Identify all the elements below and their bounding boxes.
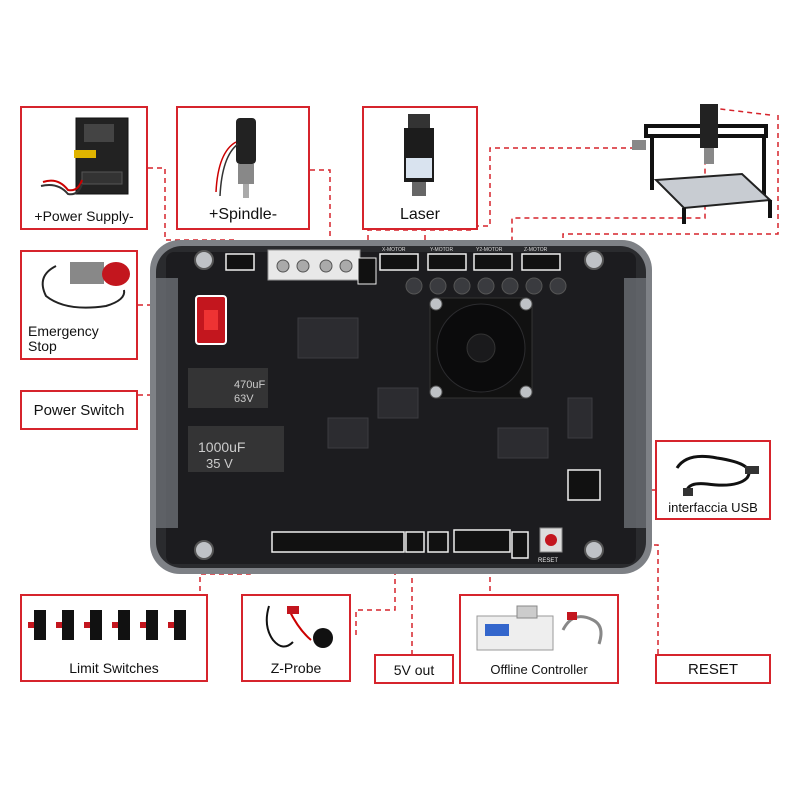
screw-icon	[584, 540, 604, 560]
emergency-label-line1: Emergency	[28, 323, 99, 339]
laser-label: Laser	[399, 206, 441, 223]
motor-y-label: Y-MOTOR	[430, 247, 453, 253]
five-v-out-label: 5V out	[393, 662, 435, 678]
offline-controller-icon	[476, 605, 603, 651]
cnc-machine-icon	[632, 104, 773, 224]
power-switch-box: Power Switch	[20, 390, 138, 430]
fan-icon	[429, 297, 533, 399]
screw-icon	[584, 250, 604, 270]
z-probe-icon	[265, 605, 333, 648]
power-switch-label: Power Switch	[33, 402, 125, 419]
motor-x-label: X-MOTOR	[382, 247, 406, 253]
laser-module-icon	[404, 114, 434, 196]
emergency-stop-box: Emergency Stop	[20, 250, 138, 360]
z-probe-box: Z-Probe	[241, 594, 351, 682]
emergency-label-line2: Stop	[28, 338, 57, 354]
svg-text:35 V: 35 V	[206, 456, 233, 471]
spindle-label: +Spindle-	[208, 206, 278, 223]
spindle-icon	[215, 118, 256, 198]
motor-z-label: Z-MOTOR	[524, 247, 548, 253]
offline-controller-label: Offline Controller	[490, 662, 588, 677]
screw-icon	[194, 250, 214, 270]
reset-label: RESET	[687, 661, 738, 678]
svg-text:470uF: 470uF	[234, 379, 265, 391]
z-probe-label: Z-Probe	[270, 660, 322, 676]
laser-box: Laser	[362, 106, 478, 230]
reset-box: RESET	[655, 654, 771, 684]
offline-controller-box: Offline Controller	[459, 594, 619, 684]
reset-small-label: RESET	[538, 558, 558, 564]
usb-box: interfaccia USB	[655, 440, 771, 520]
usb-cable-icon	[675, 454, 759, 496]
five-v-out-box: 5V out	[374, 654, 454, 684]
limit-switches-label: Limit Switches	[69, 660, 159, 676]
svg-text:1000uF: 1000uF	[198, 439, 245, 455]
power-supply-icon	[40, 117, 129, 196]
limit-switches-box: Limit Switches	[20, 594, 208, 682]
power-supply-label: +Power Supply-	[34, 208, 134, 224]
emergency-stop-icon	[41, 262, 130, 309]
emergency-stop-label: Emergency Stop	[28, 324, 136, 354]
power-supply-box: +Power Supply-	[20, 106, 148, 230]
spindle-box: +Spindle-	[176, 106, 310, 230]
svg-text:63V: 63V	[234, 393, 254, 405]
usb-label: interfaccia USB	[668, 500, 758, 515]
motor-y2-label: Y2-MOTOR	[476, 247, 503, 253]
usb-port-icon	[567, 469, 601, 501]
screw-icon	[194, 540, 214, 560]
limit-switch-icon	[28, 610, 186, 640]
controller-board: X-MOTOR Y-MOTOR Y2-MOTOR Z-MOTOR 470uF 6…	[150, 240, 652, 574]
